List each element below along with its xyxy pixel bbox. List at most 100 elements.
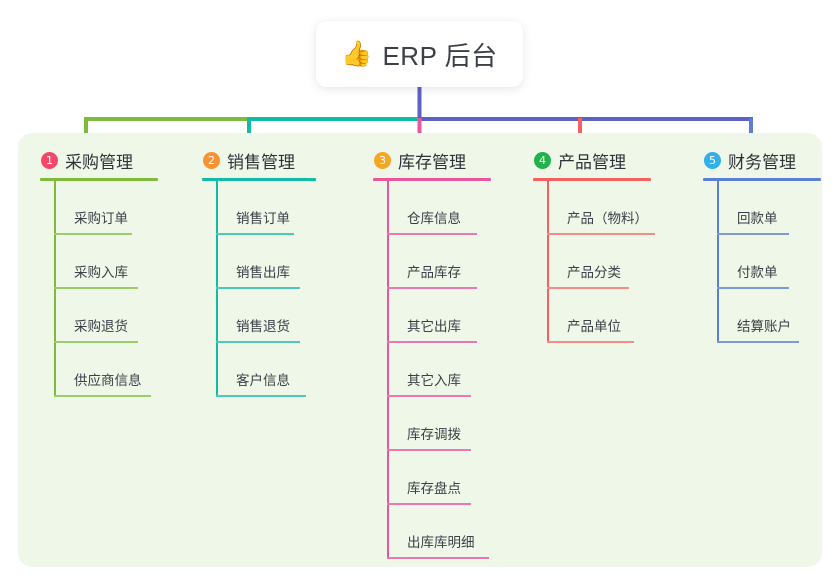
column-badge-3: 3 [374, 151, 391, 169]
list-item-label: 结算账户 [737, 319, 791, 334]
thumbs-up-icon: 👍 [341, 39, 373, 68]
column-spine-5 [717, 181, 719, 343]
list-item-rule [216, 341, 300, 343]
list-item-label: 回款单 [737, 211, 778, 226]
list-item-rule [717, 341, 799, 343]
list-item[interactable]: 产品（物料） [547, 181, 655, 235]
list-item-label: 销售订单 [236, 211, 290, 226]
list-item[interactable]: 产品分类 [547, 235, 651, 289]
column-items-2: 销售订单销售出库销售退货客户信息 [216, 181, 316, 397]
list-item-label: 库存调拨 [407, 427, 461, 442]
list-item[interactable]: 采购退货 [54, 289, 158, 343]
column-title-4: 产品管理 [558, 152, 626, 172]
column-header-4[interactable]: 4 产品管理 [533, 147, 651, 173]
list-item[interactable]: 采购订单 [54, 181, 158, 235]
column-items-1: 采购订单采购入库采购退货供应商信息 [54, 181, 158, 397]
list-item-rule [387, 341, 477, 343]
list-item-label: 产品（物料） [567, 211, 648, 226]
list-item[interactable]: 结算账户 [717, 289, 821, 343]
list-item-label: 产品分类 [567, 265, 621, 280]
list-item-label: 付款单 [737, 265, 778, 280]
list-item-rule [387, 449, 471, 451]
column-3: 3 库存管理仓库信息产品库存其它出库其它入库库存调拨库存盘点出库库明细 [373, 147, 491, 559]
list-item-label: 采购入库 [74, 265, 128, 280]
list-item-label: 产品库存 [407, 265, 461, 280]
list-item[interactable]: 库存盘点 [387, 451, 491, 505]
column-underline-3 [373, 178, 491, 181]
list-item-rule [547, 233, 655, 235]
column-underline-5 [703, 178, 821, 181]
column-header-5[interactable]: 5 财务管理 [703, 147, 821, 173]
column-spine-3 [387, 181, 389, 559]
list-item-label: 仓库信息 [407, 211, 461, 226]
column-title-2: 销售管理 [227, 152, 295, 172]
column-badge-5: 5 [704, 151, 721, 169]
column-header-1[interactable]: 1 采购管理 [40, 147, 158, 173]
list-item-label: 采购订单 [74, 211, 128, 226]
list-item[interactable]: 回款单 [717, 181, 821, 235]
list-item-rule [387, 233, 477, 235]
column-items-3: 仓库信息产品库存其它出库其它入库库存调拨库存盘点出库库明细 [387, 181, 491, 559]
list-item[interactable]: 销售出库 [216, 235, 316, 289]
column-header-3[interactable]: 3 库存管理 [373, 147, 491, 173]
list-item[interactable]: 库存调拨 [387, 397, 491, 451]
list-item-rule [387, 395, 471, 397]
list-item-label: 销售退货 [236, 319, 290, 334]
list-item-rule [54, 233, 132, 235]
list-item-label: 供应商信息 [74, 373, 142, 388]
list-item-rule [54, 341, 138, 343]
list-item-rule [387, 503, 471, 505]
list-item[interactable]: 付款单 [717, 235, 821, 289]
list-item-rule [216, 233, 294, 235]
column-4: 4 产品管理产品（物料） 产品分类产品单位 [533, 147, 655, 343]
list-item-rule [387, 557, 489, 559]
list-item-rule [216, 287, 300, 289]
list-item[interactable]: 客户信息 [216, 343, 316, 397]
column-badge-1: 1 [41, 151, 58, 169]
column-title-1: 采购管理 [65, 152, 133, 172]
list-item-rule [54, 395, 151, 397]
list-item[interactable]: 其它出库 [387, 289, 491, 343]
list-item-label: 库存盘点 [407, 481, 461, 496]
list-item-label: 其它入库 [407, 373, 461, 388]
column-1: 1 采购管理采购订单采购入库采购退货供应商信息 [40, 147, 158, 397]
root-title: ERP 后台 [382, 40, 498, 71]
column-underline-4 [533, 178, 651, 181]
column-spine-2 [216, 181, 218, 397]
list-item-label: 其它出库 [407, 319, 461, 334]
column-title-5: 财务管理 [728, 152, 796, 172]
list-item-label: 产品单位 [567, 319, 621, 334]
list-item[interactable]: 销售订单 [216, 181, 316, 235]
list-item-rule [547, 341, 634, 343]
list-item[interactable]: 销售退货 [216, 289, 316, 343]
list-item-rule [717, 287, 789, 289]
list-item[interactable]: 出库库明细 [387, 505, 491, 559]
column-items-5: 回款单付款单结算账户 [717, 181, 821, 343]
root-node[interactable]: 👍 ERP 后台 [316, 21, 523, 87]
list-item-rule [216, 395, 306, 397]
list-item-label: 销售出库 [236, 265, 290, 280]
list-item-rule [387, 287, 477, 289]
column-items-4: 产品（物料） 产品分类产品单位 [547, 181, 655, 343]
list-item-rule [54, 287, 138, 289]
list-item[interactable]: 供应商信息 [54, 343, 158, 397]
list-item-label: 采购退货 [74, 319, 128, 334]
list-item[interactable]: 其它入库 [387, 343, 491, 397]
list-item[interactable]: 产品单位 [547, 289, 651, 343]
column-5: 5 财务管理回款单付款单结算账户 [703, 147, 821, 343]
column-underline-2 [202, 178, 316, 181]
column-badge-4: 4 [534, 151, 551, 169]
column-spine-1 [54, 181, 56, 397]
list-item[interactable]: 产品库存 [387, 235, 491, 289]
list-item-rule [547, 287, 629, 289]
column-spine-4 [547, 181, 549, 343]
list-item-label: 客户信息 [236, 373, 290, 388]
list-item[interactable]: 采购入库 [54, 235, 158, 289]
column-title-3: 库存管理 [398, 152, 466, 172]
list-item[interactable]: 仓库信息 [387, 181, 491, 235]
list-item-rule [717, 233, 789, 235]
list-item-label: 出库库明细 [407, 535, 475, 550]
column-underline-1 [40, 178, 158, 181]
